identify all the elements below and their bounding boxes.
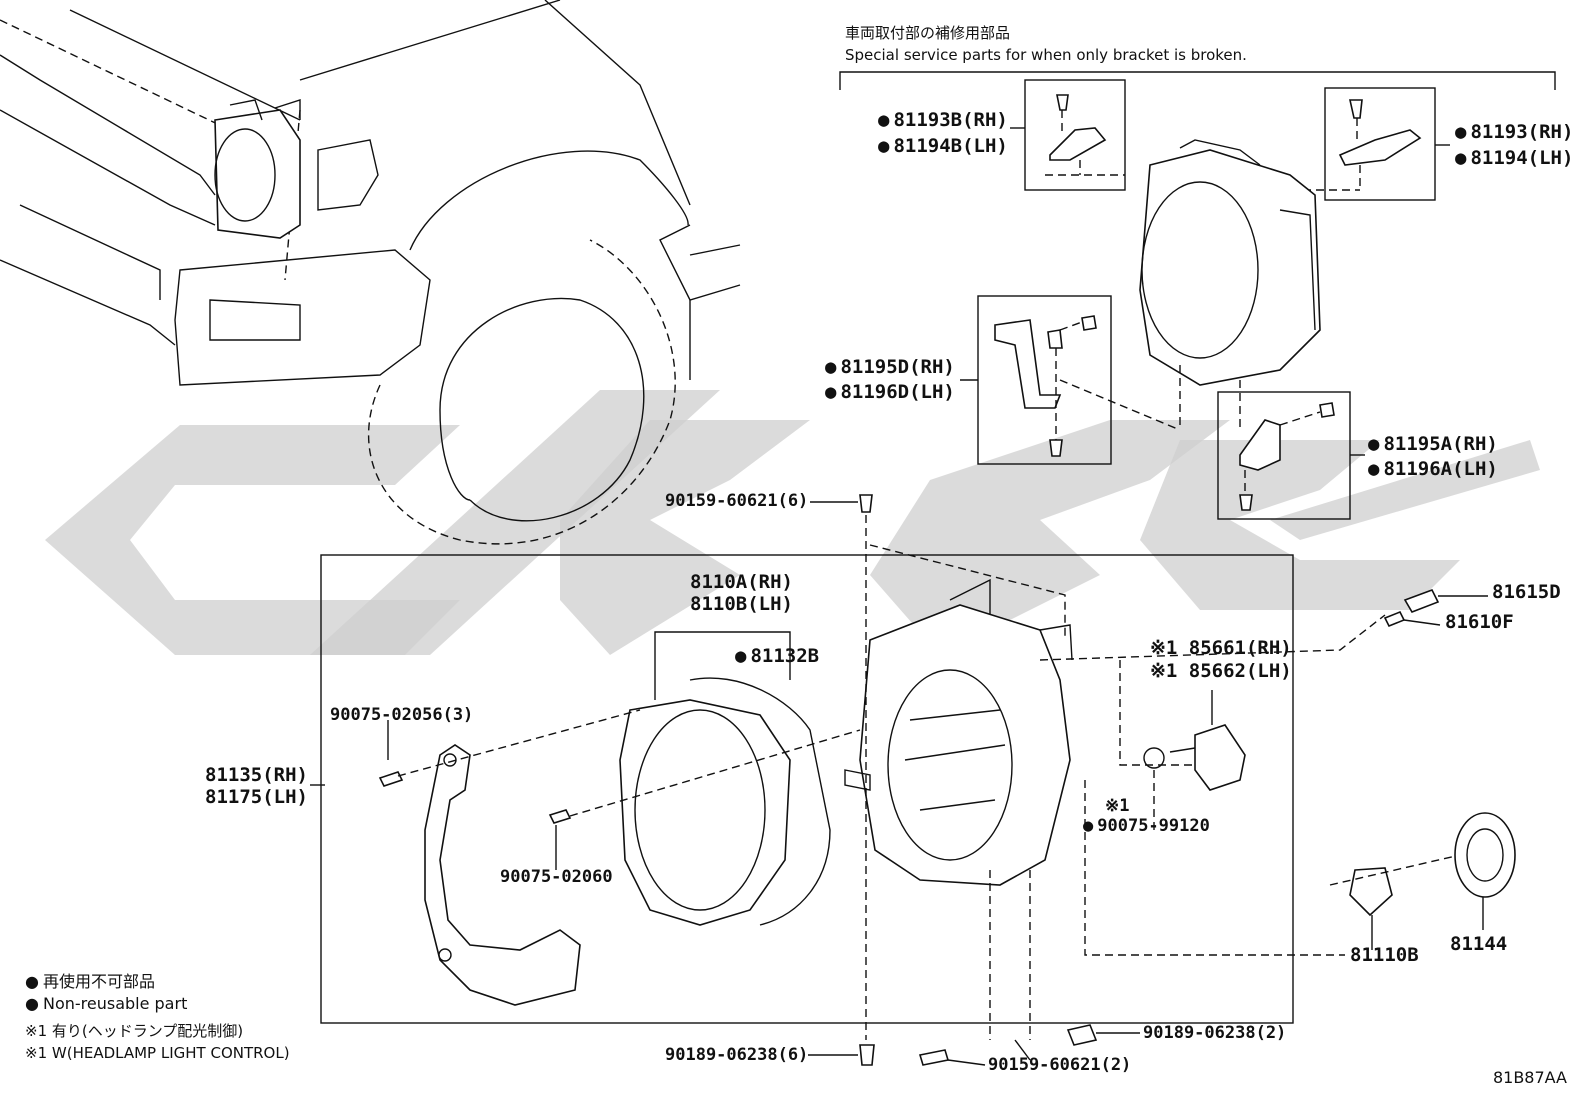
label-81110B[interactable]: 81110B bbox=[1350, 944, 1419, 966]
label-81615D[interactable]: 81615D bbox=[1492, 581, 1561, 603]
screws bbox=[808, 494, 1140, 1066]
part-81144-drawing bbox=[1454, 812, 1516, 930]
label-star1: ※1 bbox=[1105, 796, 1130, 816]
label-81175[interactable]: 81175(LH) bbox=[205, 786, 308, 808]
part-81135-drawing bbox=[378, 744, 581, 1006]
part-81193B-drawing bbox=[1024, 79, 1126, 191]
label-81195D[interactable]: 81195D(RH) bbox=[825, 356, 954, 379]
label-90189-06238-right[interactable]: 90189-06238(2) bbox=[1143, 1023, 1287, 1043]
label-90159-60621-bottom[interactable]: 90159-60621(2) bbox=[988, 1055, 1132, 1075]
label-90159-60621-top[interactable]: 90159-60621(6) bbox=[665, 491, 809, 511]
legend-jp-note: ※1 有り(ヘッドランプ配光制御) bbox=[25, 1022, 244, 1040]
header-bracket bbox=[839, 71, 1556, 90]
label-81195A[interactable]: 81195A(RH) bbox=[1368, 433, 1497, 456]
label-81132B[interactable]: 81132B bbox=[735, 645, 819, 668]
legend-jp-nonreusable: 再使用不可部品 bbox=[25, 968, 155, 992]
label-81144[interactable]: 81144 bbox=[1450, 933, 1508, 955]
main-assembly-box bbox=[320, 554, 1294, 1024]
legend-en-nonreusable: Non-reusable part bbox=[25, 994, 187, 1013]
label-81194[interactable]: 81194(LH) bbox=[1455, 147, 1573, 170]
headlamp-assembly-upper bbox=[1139, 139, 1321, 430]
label-81193B[interactable]: 81193B(RH) bbox=[878, 109, 1007, 132]
part-81193-drawing bbox=[1290, 87, 1436, 201]
label-85661[interactable]: ※1 85661(RH) bbox=[1150, 637, 1292, 659]
label-90075-99120[interactable]: 90075-99120 bbox=[1083, 816, 1210, 837]
label-81196A[interactable]: 81196A(LH) bbox=[1368, 458, 1497, 481]
label-8110B[interactable]: 8110B(LH) bbox=[690, 593, 793, 615]
legend-en-note: ※1 W(HEADLAMP LIGHT CONTROL) bbox=[25, 1044, 290, 1062]
label-85662[interactable]: ※1 85662(LH) bbox=[1150, 660, 1292, 682]
label-81194B[interactable]: 81194B(LH) bbox=[878, 135, 1007, 158]
label-81193[interactable]: 81193(RH) bbox=[1455, 121, 1573, 144]
label-81610F[interactable]: 81610F bbox=[1445, 611, 1514, 633]
part-81615D-drawing bbox=[1383, 589, 1488, 628]
label-8110A[interactable]: 8110A(RH) bbox=[690, 571, 793, 593]
label-90075-02056[interactable]: 90075-02056(3) bbox=[330, 705, 474, 725]
part-85661-drawing bbox=[1119, 660, 1246, 830]
label-81135[interactable]: 81135(RH) bbox=[205, 764, 308, 786]
part-81110B-drawing bbox=[1084, 780, 1461, 956]
diagram-code: 81B87AA bbox=[1492, 1068, 1567, 1087]
header-jp: 車両取付部の補修用部品 bbox=[845, 24, 1011, 42]
leader-lines bbox=[310, 127, 1450, 870]
label-90189-06238-left[interactable]: 90189-06238(6) bbox=[665, 1045, 809, 1065]
label-90075-02060[interactable]: 90075-02060 bbox=[500, 867, 613, 887]
part-81195D-drawing bbox=[977, 295, 1181, 465]
label-81196D[interactable]: 81196D(LH) bbox=[825, 381, 954, 404]
header-en: Special service parts for when only brac… bbox=[845, 46, 1247, 64]
part-81195A-drawing bbox=[1217, 391, 1351, 520]
vehicle-sketch bbox=[0, 0, 741, 545]
part-8110A-drawing bbox=[397, 631, 861, 926]
headlamp-unit-drawing bbox=[844, 515, 1386, 1040]
